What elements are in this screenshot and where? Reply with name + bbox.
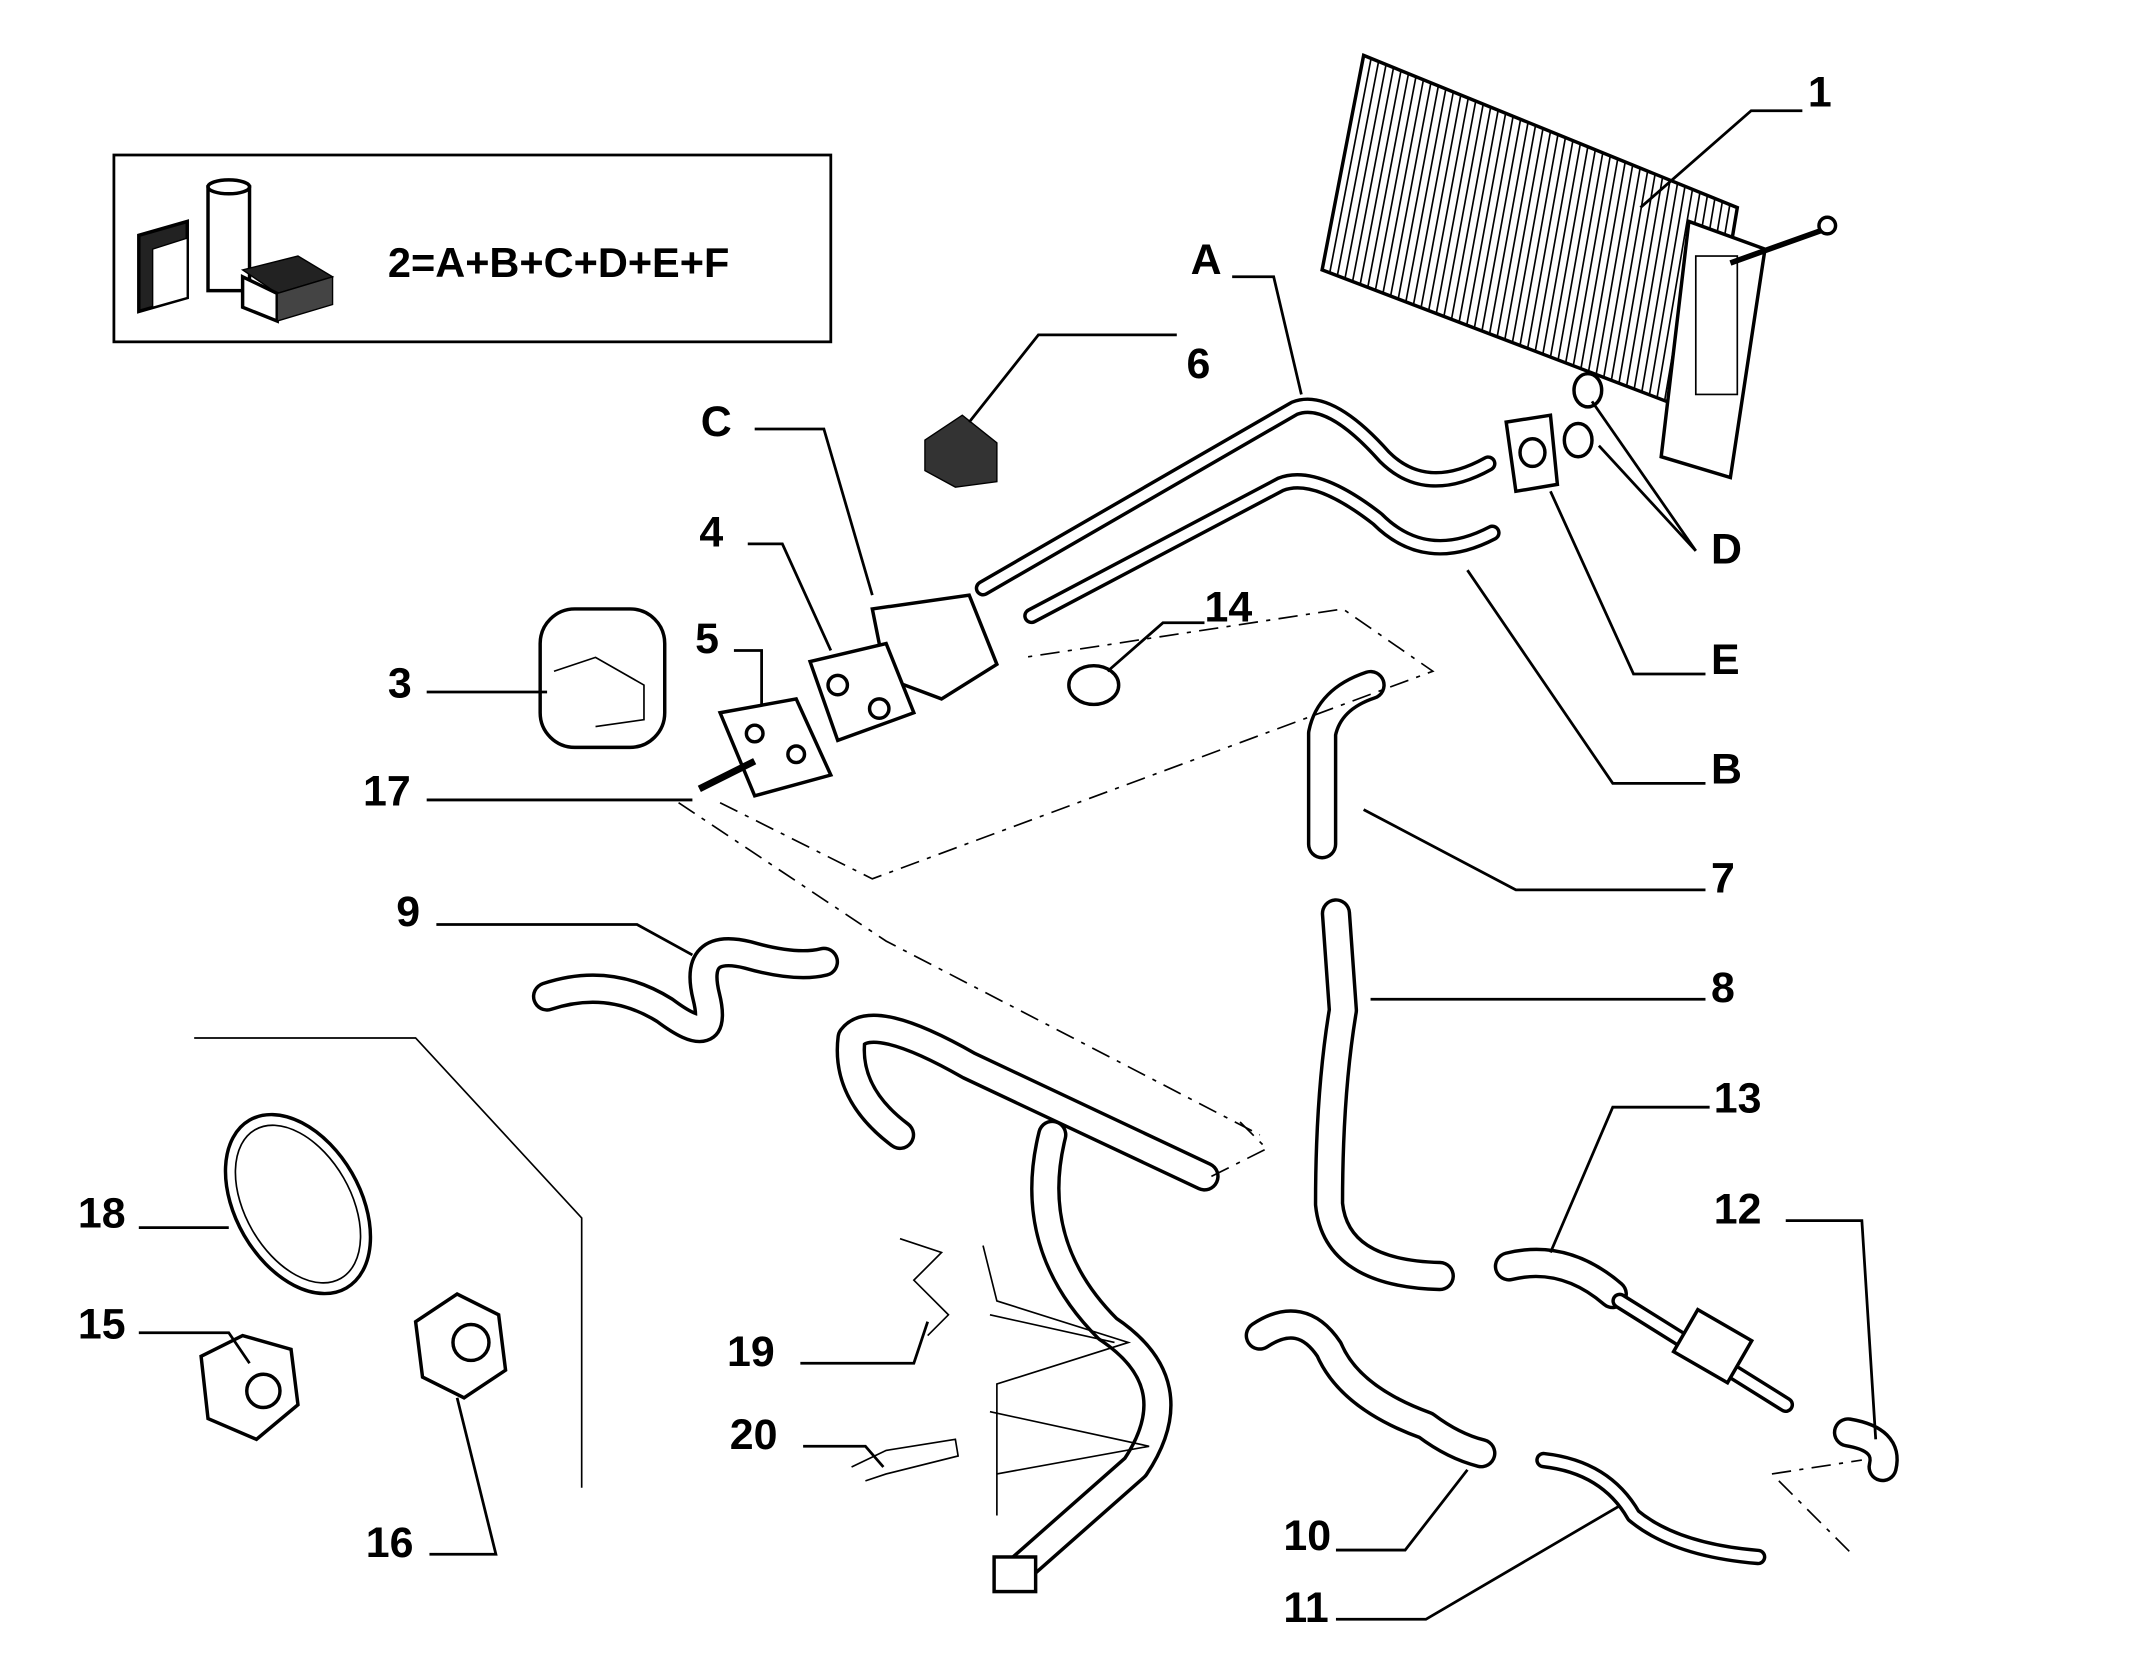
callout-12: 12 [1714,1185,1762,1233]
part-5-gasket [717,696,834,798]
part-13-hose [1493,1247,1628,1310]
callout-4: 4 [699,509,723,557]
fiat-parts-kit-icon [137,178,335,324]
callout-16: 16 [366,1519,414,1567]
heater-core-fin [1389,82,1432,297]
callout-D: D [1711,525,1742,573]
heater-core-fin [1382,79,1425,294]
heater-core-fin [1625,177,1664,387]
part-18-clamp [223,1112,373,1296]
part-6-clip [924,414,998,488]
part-8-hose [1313,898,1455,1292]
heater-core-fin [1640,183,1679,393]
part-9-hose [531,936,840,1044]
heater-core-fin [1344,64,1387,279]
callout-A: A [1191,236,1222,284]
heater-core-fin [1351,67,1395,282]
kit-legend-box: 2=A+B+C+D+E+F [112,153,833,344]
heater-core-fin [1435,100,1477,314]
heater-core-fin [1549,146,1589,358]
heater-core-fin [1328,58,1372,273]
heater-core-fin [1656,189,1694,398]
callout-20: 20 [730,1411,778,1459]
heater-core-fin [1519,134,1559,346]
water-valve [1611,1292,1795,1414]
callout-19: 19 [727,1328,775,1376]
callout-C: C [701,398,732,446]
heater-core-fin [1420,94,1462,308]
part-12-hose-end [1832,1417,1899,1483]
heater-core-fin [1458,110,1499,323]
heater-core-fin [1366,73,1410,288]
heater-core-fin [1336,61,1380,276]
callout-B: B [1711,745,1742,793]
heater-core-fin [1587,161,1627,372]
part-16-nut [413,1292,508,1400]
part-20-bracket [851,1438,960,1482]
callout-9: 9 [396,888,420,936]
heater-core-fin [1572,155,1612,366]
callout-13: 13 [1714,1075,1762,1123]
heater-core-fin [1374,76,1417,291]
kit-formula: 2=A+B+C+D+E+F [388,239,729,286]
heater-core-fin [1534,140,1574,352]
heater-core-fin [1633,180,1671,390]
heater-core-fin [1450,106,1492,320]
heater-core-fin [1473,116,1514,329]
heater-core-fin [1481,119,1522,332]
heater-core-fin [1503,128,1544,340]
callout-18: 18 [78,1190,126,1238]
heater-core [1320,52,1838,480]
part-10-hose [1244,1309,1497,1469]
callout-3: 3 [388,660,412,708]
part-19-bracket [899,1237,950,1337]
part-15-nut [199,1333,300,1442]
heater-core-fin [1496,125,1537,337]
part-4-gasket [807,641,917,743]
heater-core-fin [1405,88,1447,302]
heater-core-fin [1557,149,1597,361]
part-7-hose-elbow [1306,669,1386,860]
heater-core-fin [1465,113,1507,326]
heater-core-fin [1397,85,1440,300]
part-17-screw [697,758,757,792]
pipes-a-b [974,397,1560,625]
callout-8: 8 [1711,964,1735,1012]
heater-core-fin [1526,137,1567,349]
heater-core-fin [1488,122,1529,334]
engine-hose-assembly [835,1013,1220,1594]
heater-core-fin [1602,167,1641,378]
heater-core-fin [1443,103,1485,317]
heater-core-fin [1648,186,1686,395]
callout-11: 11 [1283,1584,1328,1632]
callout-1: 1 [1808,69,1832,117]
heater-core-fin [1359,70,1402,285]
callout-E: E [1711,636,1740,684]
callout-5: 5 [695,615,719,663]
callout-14: 14 [1204,583,1252,631]
heater-core-fin [1412,91,1455,305]
callout-17: 17 [363,767,411,815]
part-11-pipe [1535,1451,1767,1566]
heater-core-fin [1542,143,1582,355]
heater-core-fin [1595,164,1634,375]
heater-core-fin [1564,152,1604,364]
callout-10: 10 [1283,1512,1331,1560]
leader-lines [138,109,1878,1621]
callout-6: 6 [1186,340,1210,388]
callout-7: 7 [1711,855,1735,903]
heater-core-fin [1618,173,1656,384]
heater-core-fin [1580,158,1619,369]
heater-core-fin [1511,131,1552,343]
heater-core-fin [1321,55,1365,271]
part-3-cover [538,607,667,750]
callout-15: 15 [78,1300,126,1348]
part-14-clamp [1067,663,1121,707]
heater-core-fin [1427,97,1470,311]
